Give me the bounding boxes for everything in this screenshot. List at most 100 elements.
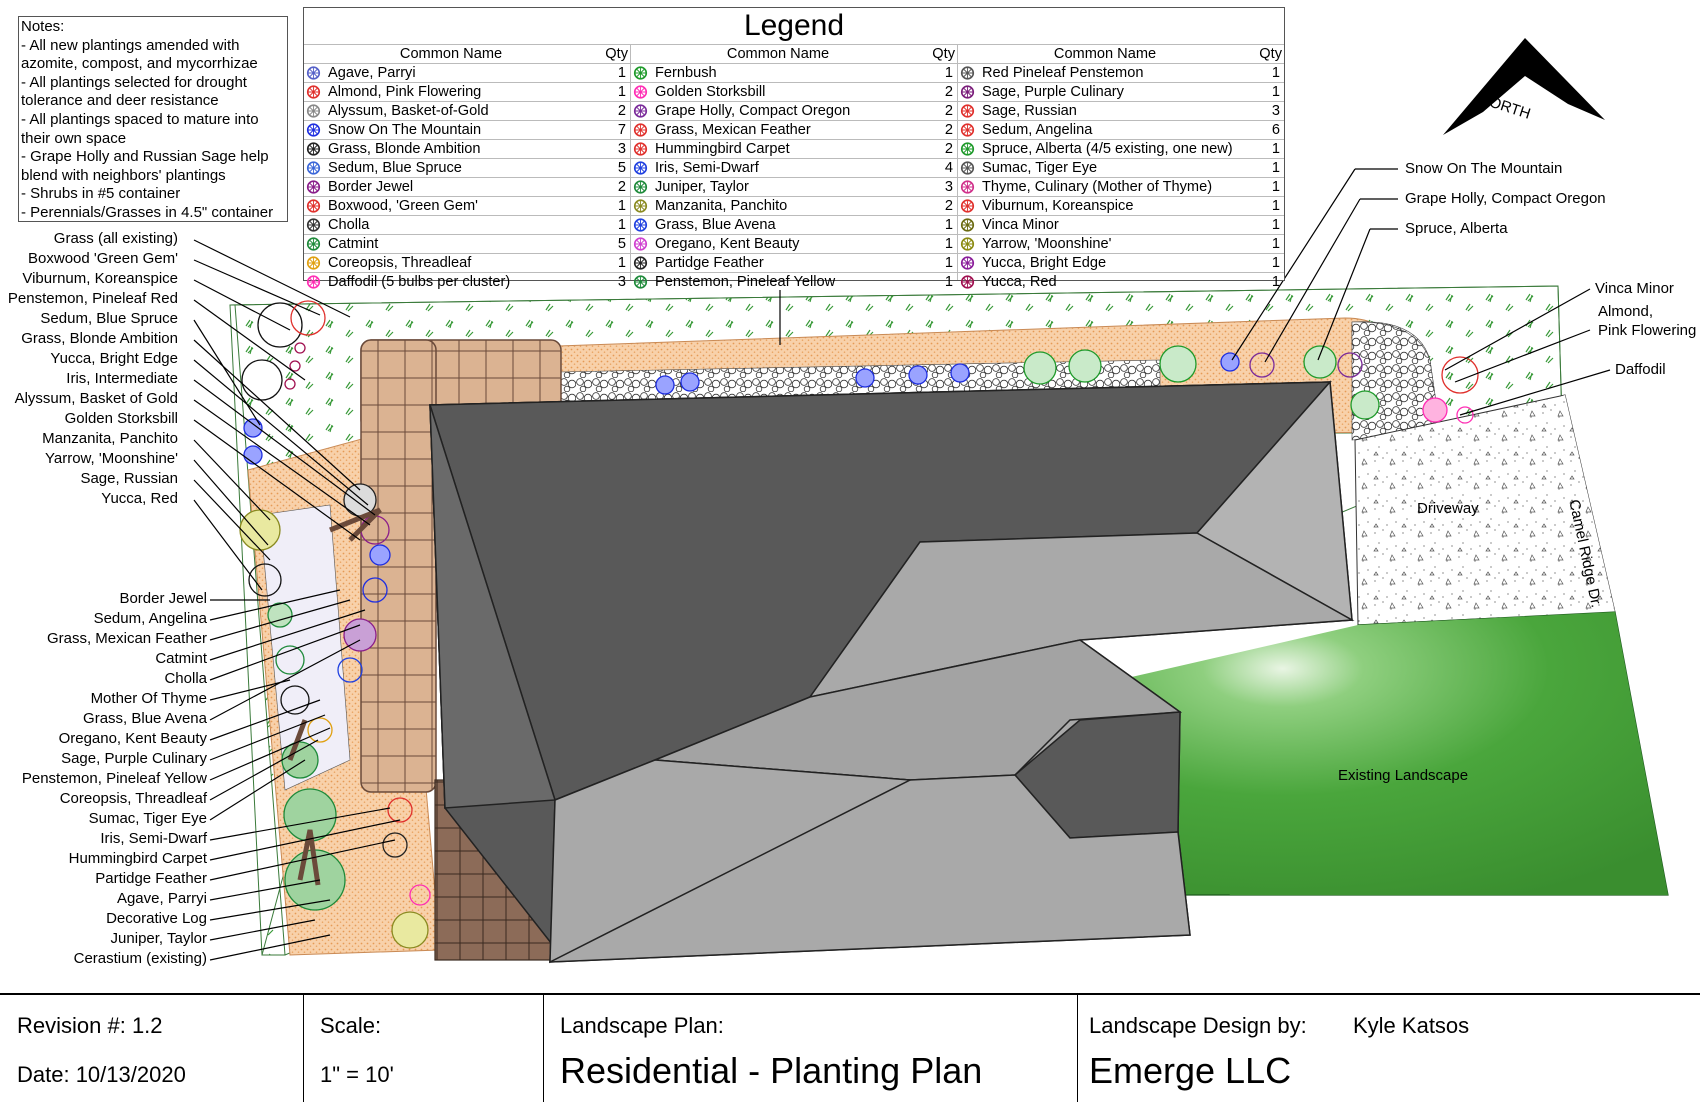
spruce-icon: [960, 142, 975, 156]
plant-callout-label: Alyssum, Basket of Gold: [14, 390, 178, 407]
plant-callout-label: Grass, Blonde Ambition: [21, 330, 178, 347]
label-almond-2: Pink Flowering: [1598, 322, 1697, 339]
legend-row: Boxwood, 'Green Gem' 1: [304, 196, 630, 215]
legend-header-name: Common Name: [1053, 46, 1157, 62]
note-item: - Shrubs in #5 container: [21, 185, 181, 203]
plant-callout-label: Catmint: [155, 650, 207, 667]
title-cell-revision: Revision #: 1.2 Date: 10/13/2020: [0, 995, 304, 1102]
sedum-angelina-icon: [960, 123, 975, 137]
legend-row: Daffodil (5 bulbs per cluster)3: [304, 272, 630, 291]
plant-callout-label: Partidge Feather: [95, 870, 207, 887]
revision-number: Revision #: 1.2: [17, 1013, 163, 1038]
patio-west: [360, 339, 437, 793]
house-roof: [428, 380, 1355, 964]
legend-plant-name: Sedum, Angelina: [982, 122, 1093, 138]
legend-plant-qty: 1: [617, 198, 626, 214]
legend-plant-name: Boxwood, 'Green Gem': [328, 198, 478, 214]
legend-plant-name: Grape Holly, Compact Oregon: [655, 103, 851, 119]
yarrow-icon: [960, 237, 975, 251]
agave-icon: [306, 66, 321, 80]
plant-callout-label: Manzanita, Panchito: [42, 430, 178, 447]
legend-plant-name: Partidge Feather: [655, 255, 764, 271]
plant-callout-label: Mother Of Thyme: [90, 690, 207, 707]
legend-plant-qty: 2: [617, 103, 626, 119]
label-spruce-alberta: Spruce, Alberta: [1405, 220, 1508, 237]
snow-on-the-mountain-icon: [306, 123, 321, 137]
plant-callout-label: Yucca, Bright Edge: [50, 350, 178, 367]
legend-plant-qty: 1: [1271, 84, 1280, 100]
boxwood-icon: [306, 199, 321, 213]
plant-callout-label: Penstemon, Pineleaf Yellow: [21, 770, 207, 787]
legend-plant-name: Yarrow, 'Moonshine': [982, 236, 1112, 252]
legend-plant-qty: 1: [944, 236, 953, 252]
legend-plant-qty: 1: [1271, 141, 1280, 157]
plant-callout-label: Grass (all existing): [53, 230, 178, 247]
legend-plant-name: Golden Storksbill: [655, 84, 766, 100]
legend-plant-name: Spruce, Alberta (4/5 existing, one new): [982, 141, 1233, 157]
viburnum-icon: [960, 199, 975, 213]
storksbill-icon: [633, 85, 648, 99]
river-rock-west: [259, 504, 351, 791]
plant-callout-label: Sumac, Tiger Eye: [88, 810, 207, 827]
legend-plant-name: Alyssum, Basket-of-Gold: [328, 103, 489, 119]
title-cell-scale: Scale: 1" = 10': [303, 995, 544, 1102]
legend-plant-qty: 2: [944, 122, 953, 138]
designer-label: Landscape Design by:: [1089, 1013, 1307, 1038]
penstemon-yellow-icon: [633, 275, 648, 289]
legend-plant-name: Sage, Russian: [982, 103, 1077, 119]
thyme-icon: [960, 180, 975, 194]
legend-row: Oregano, Kent Beauty 1: [631, 234, 957, 253]
iris-semi-dwarf-icon: [633, 161, 648, 175]
north-arrow-icon: [1443, 38, 1605, 135]
plan-title: Residential - Planting Plan: [560, 1050, 983, 1091]
title-block: Revision #: 1.2 Date: 10/13/2020 Scale: …: [0, 993, 1700, 1102]
cholla-icon: [306, 218, 321, 232]
title-cell-plan: Landscape Plan: Residential - Planting P…: [543, 995, 1078, 1102]
legend-plant-name: Fernbush: [655, 65, 717, 81]
legend-row: Spruce, Alberta (4/5 existing, one new) 1: [958, 139, 1284, 158]
title-cell-designer: Landscape Design by: Kyle Katsos Emerge …: [1077, 995, 1699, 1102]
legend-header-qty: Qty: [1259, 46, 1282, 62]
plant-callout-label: Iris, Intermediate: [66, 370, 178, 387]
fernbush-icon: [633, 66, 648, 80]
legend-plant-name: Daffodil (5 bulbs per cluster): [328, 274, 511, 290]
legend-plant-qty: 1: [617, 84, 626, 100]
legend-plant-qty: 1: [617, 217, 626, 233]
legend-plant-name: Juniper, Taylor: [655, 179, 749, 195]
legend-plant-qty: 5: [617, 160, 626, 176]
legend-plant-name: Viburnum, Koreanspice: [982, 198, 1134, 214]
coreopsis-icon: [306, 256, 321, 270]
sumac-icon: [960, 161, 975, 175]
plant-callout-label: Hummingbird Carpet: [68, 850, 207, 867]
legend-plant-name: Red Pineleaf Penstemon: [982, 65, 1144, 81]
note-item: - Perennials/Grasses in 4.5" container: [21, 203, 274, 221]
plan-label: Landscape Plan:: [560, 1013, 724, 1038]
scale-value: 1" = 10': [320, 1062, 394, 1087]
note-item: - All new plantings amended with azomite…: [21, 36, 258, 73]
note-item: - Grape Holly and Russian Sage help blen…: [21, 148, 269, 184]
company-name: Emerge LLC: [1089, 1050, 1292, 1091]
partridge-feather-icon: [633, 256, 648, 270]
plant-callout-label: Sedum, Angelina: [93, 610, 207, 627]
plant-callout-label: Boxwood 'Green Gem': [28, 250, 178, 267]
legend-plant-qty: 1: [1271, 65, 1280, 81]
oregano-icon: [633, 237, 648, 251]
revision-date: Date: 10/13/2020: [17, 1062, 186, 1087]
plant-callout-label: Cholla: [164, 670, 207, 687]
legend-plant-name: Oregano, Kent Beauty: [655, 236, 800, 252]
legend-plant-qty: 1: [944, 274, 953, 290]
legend-plant-qty: 3: [1271, 103, 1280, 119]
legend-plant-name: Sage, Purple Culinary: [982, 84, 1124, 100]
